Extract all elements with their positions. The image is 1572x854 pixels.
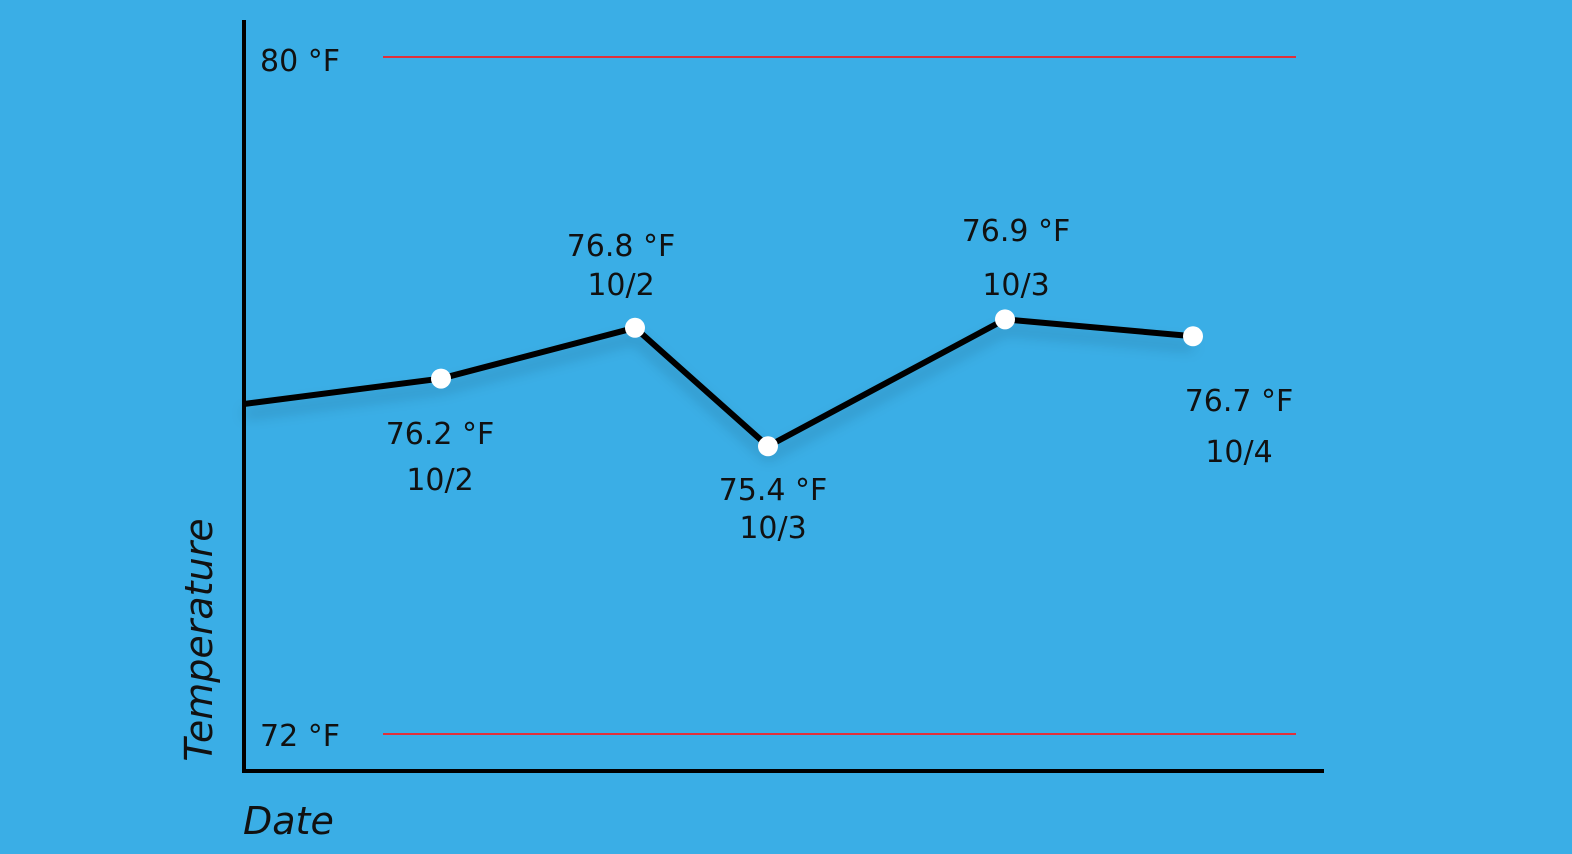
data-label-date: 10/3: [739, 511, 806, 546]
data-label-date: 10/3: [982, 268, 1049, 303]
marker-layer: [431, 309, 1203, 457]
data-label-value: 76.7 °F: [1185, 384, 1294, 419]
data-point-marker: [995, 309, 1015, 330]
data-label-value: 75.4 °F: [719, 473, 828, 508]
data-label-date: 10/2: [406, 463, 473, 498]
label-layer: 76.2 °F10/276.8 °F10/275.4 °F10/376.9 °F…: [386, 214, 1294, 546]
data-label-value: 76.9 °F: [962, 214, 1071, 249]
data-label-value: 76.8 °F: [567, 229, 676, 264]
data-point-marker: [758, 436, 778, 457]
data-label-date: 10/2: [587, 268, 654, 303]
x-axis-title: Date: [243, 799, 334, 843]
data-label-date: 10/4: [1205, 435, 1272, 470]
data-point-marker: [1183, 326, 1203, 347]
data-point-marker: [431, 368, 451, 389]
y-axis-title: Temperature: [177, 518, 221, 761]
reference-label-lower: 72 °F: [260, 719, 340, 754]
series-layer: [243, 316, 1194, 450]
data-label-value: 76.2 °F: [386, 417, 495, 452]
series-line: [243, 316, 1194, 450]
reference-label-upper: 80 °F: [260, 44, 340, 79]
data-point-marker: [625, 317, 645, 338]
